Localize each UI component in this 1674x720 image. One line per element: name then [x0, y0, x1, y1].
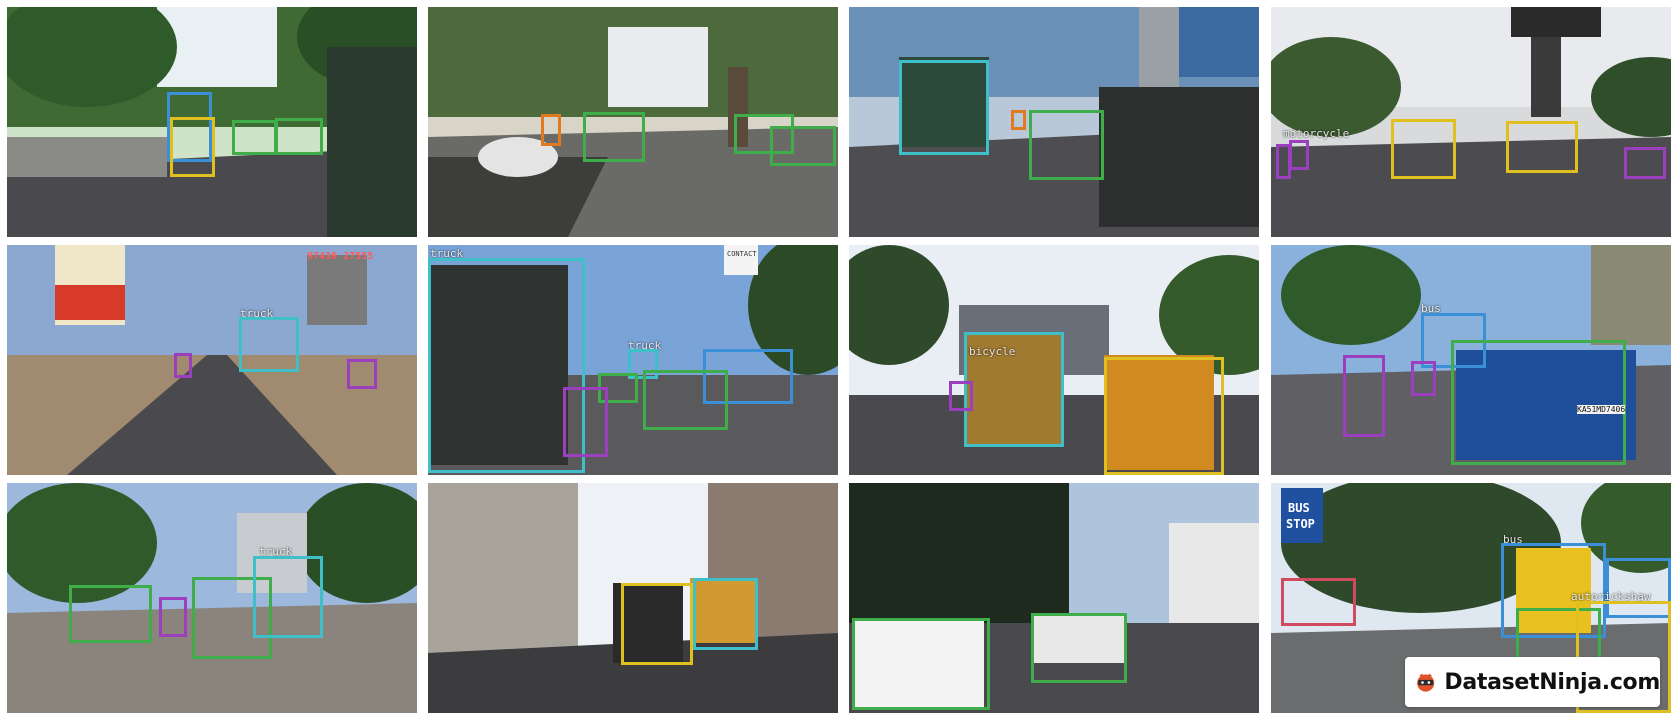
label-truck: truck: [240, 307, 274, 320]
tile-6: CONTACT truck truck: [428, 245, 838, 475]
bbox-car: [69, 585, 152, 643]
bbox-autorickshaw: [621, 583, 693, 665]
label-truck: truck: [259, 545, 293, 558]
watermark-text: DatasetNinja.com: [1444, 669, 1660, 695]
street-scene: [1271, 7, 1671, 237]
bbox-truck: [239, 317, 299, 372]
bbox-truck: [964, 332, 1064, 447]
tile-5: 97430 27555 truck: [7, 245, 417, 475]
label-bicycle: bicycle: [969, 345, 1016, 358]
bbox-autorickshaw: [1104, 357, 1224, 475]
bbox-car: [275, 118, 323, 155]
bbox-motorcycle: [563, 387, 608, 457]
sign-contact: CONTACT: [727, 250, 757, 258]
tile-3: [849, 7, 1259, 237]
bbox-car: [1451, 340, 1626, 465]
tile-8: bus KA51MD7406: [1271, 245, 1671, 475]
tile-10: [428, 483, 838, 713]
bbox-truck: [899, 60, 989, 155]
bbox-bus: [167, 92, 212, 162]
tile-2: [428, 7, 838, 237]
street-scene: [849, 7, 1259, 237]
watermark-logo: DatasetNinja.com: [1405, 657, 1660, 707]
bbox-motorcycle: [949, 381, 973, 411]
bbox-motorcycle: [174, 353, 192, 378]
bbox-motorcycle: [347, 359, 377, 389]
sign-bus: BUS: [1288, 501, 1310, 515]
bbox-car: [852, 618, 990, 710]
label-bus: bus: [1503, 533, 1523, 546]
ninja-icon: [1417, 673, 1435, 692]
bbox-bus: [1501, 543, 1606, 638]
street-scene: [849, 245, 1259, 475]
tile-9: truck: [7, 483, 417, 713]
license-plate: KA51MD7406: [1577, 405, 1626, 414]
street-scene: [849, 483, 1259, 713]
street-scene: [7, 7, 417, 237]
bbox-car: [192, 577, 272, 659]
bbox-car: [232, 120, 277, 155]
tile-4: motorcycle: [1271, 7, 1671, 237]
label-autorickshaw: autorickshaw: [1571, 590, 1651, 603]
label-bus: bus: [1421, 302, 1441, 315]
bbox-motorcycle: [159, 597, 187, 637]
bbox-car: [1031, 613, 1127, 683]
bbox-motorcycle: [1343, 355, 1385, 437]
bbox-autorickshaw: [1391, 119, 1456, 179]
bbox-bus: [1606, 558, 1671, 618]
bbox-car: [583, 112, 645, 162]
bbox-truck: [253, 556, 323, 638]
bbox-car: [770, 126, 836, 166]
label-truck: truck: [628, 339, 662, 352]
bbox-motorcycle: [1411, 361, 1436, 396]
bbox-autorickshaw: [170, 117, 215, 177]
tile-7: bicycle: [849, 245, 1259, 475]
tile-11: [849, 483, 1259, 713]
bbox-motorcycle: [1289, 140, 1309, 170]
label-truck: truck: [430, 247, 464, 260]
billboard-number: 97430 27555: [307, 251, 374, 262]
bbox-car: [1029, 110, 1104, 180]
bbox-truck: [693, 578, 758, 650]
street-scene: [428, 245, 838, 475]
bbox-van: [1281, 578, 1356, 626]
bbox-car: [643, 370, 728, 430]
bbox-bus: [703, 349, 793, 404]
sign-stop: STOP: [1286, 517, 1315, 531]
bbox-car: [734, 114, 794, 154]
bbox-autorickshaw: [1506, 121, 1578, 173]
bbox-motorcycle: [1624, 147, 1666, 179]
street-scene: [428, 483, 838, 713]
bbox-rider: [541, 114, 561, 146]
tile-1: [7, 7, 417, 237]
street-scene: [1271, 245, 1671, 475]
street-scene: [428, 7, 838, 237]
bbox-truck: [428, 258, 585, 473]
label-motorcycle: motorcycle: [1283, 127, 1350, 140]
street-scene: [7, 483, 417, 713]
bbox-rider: [1011, 110, 1026, 130]
